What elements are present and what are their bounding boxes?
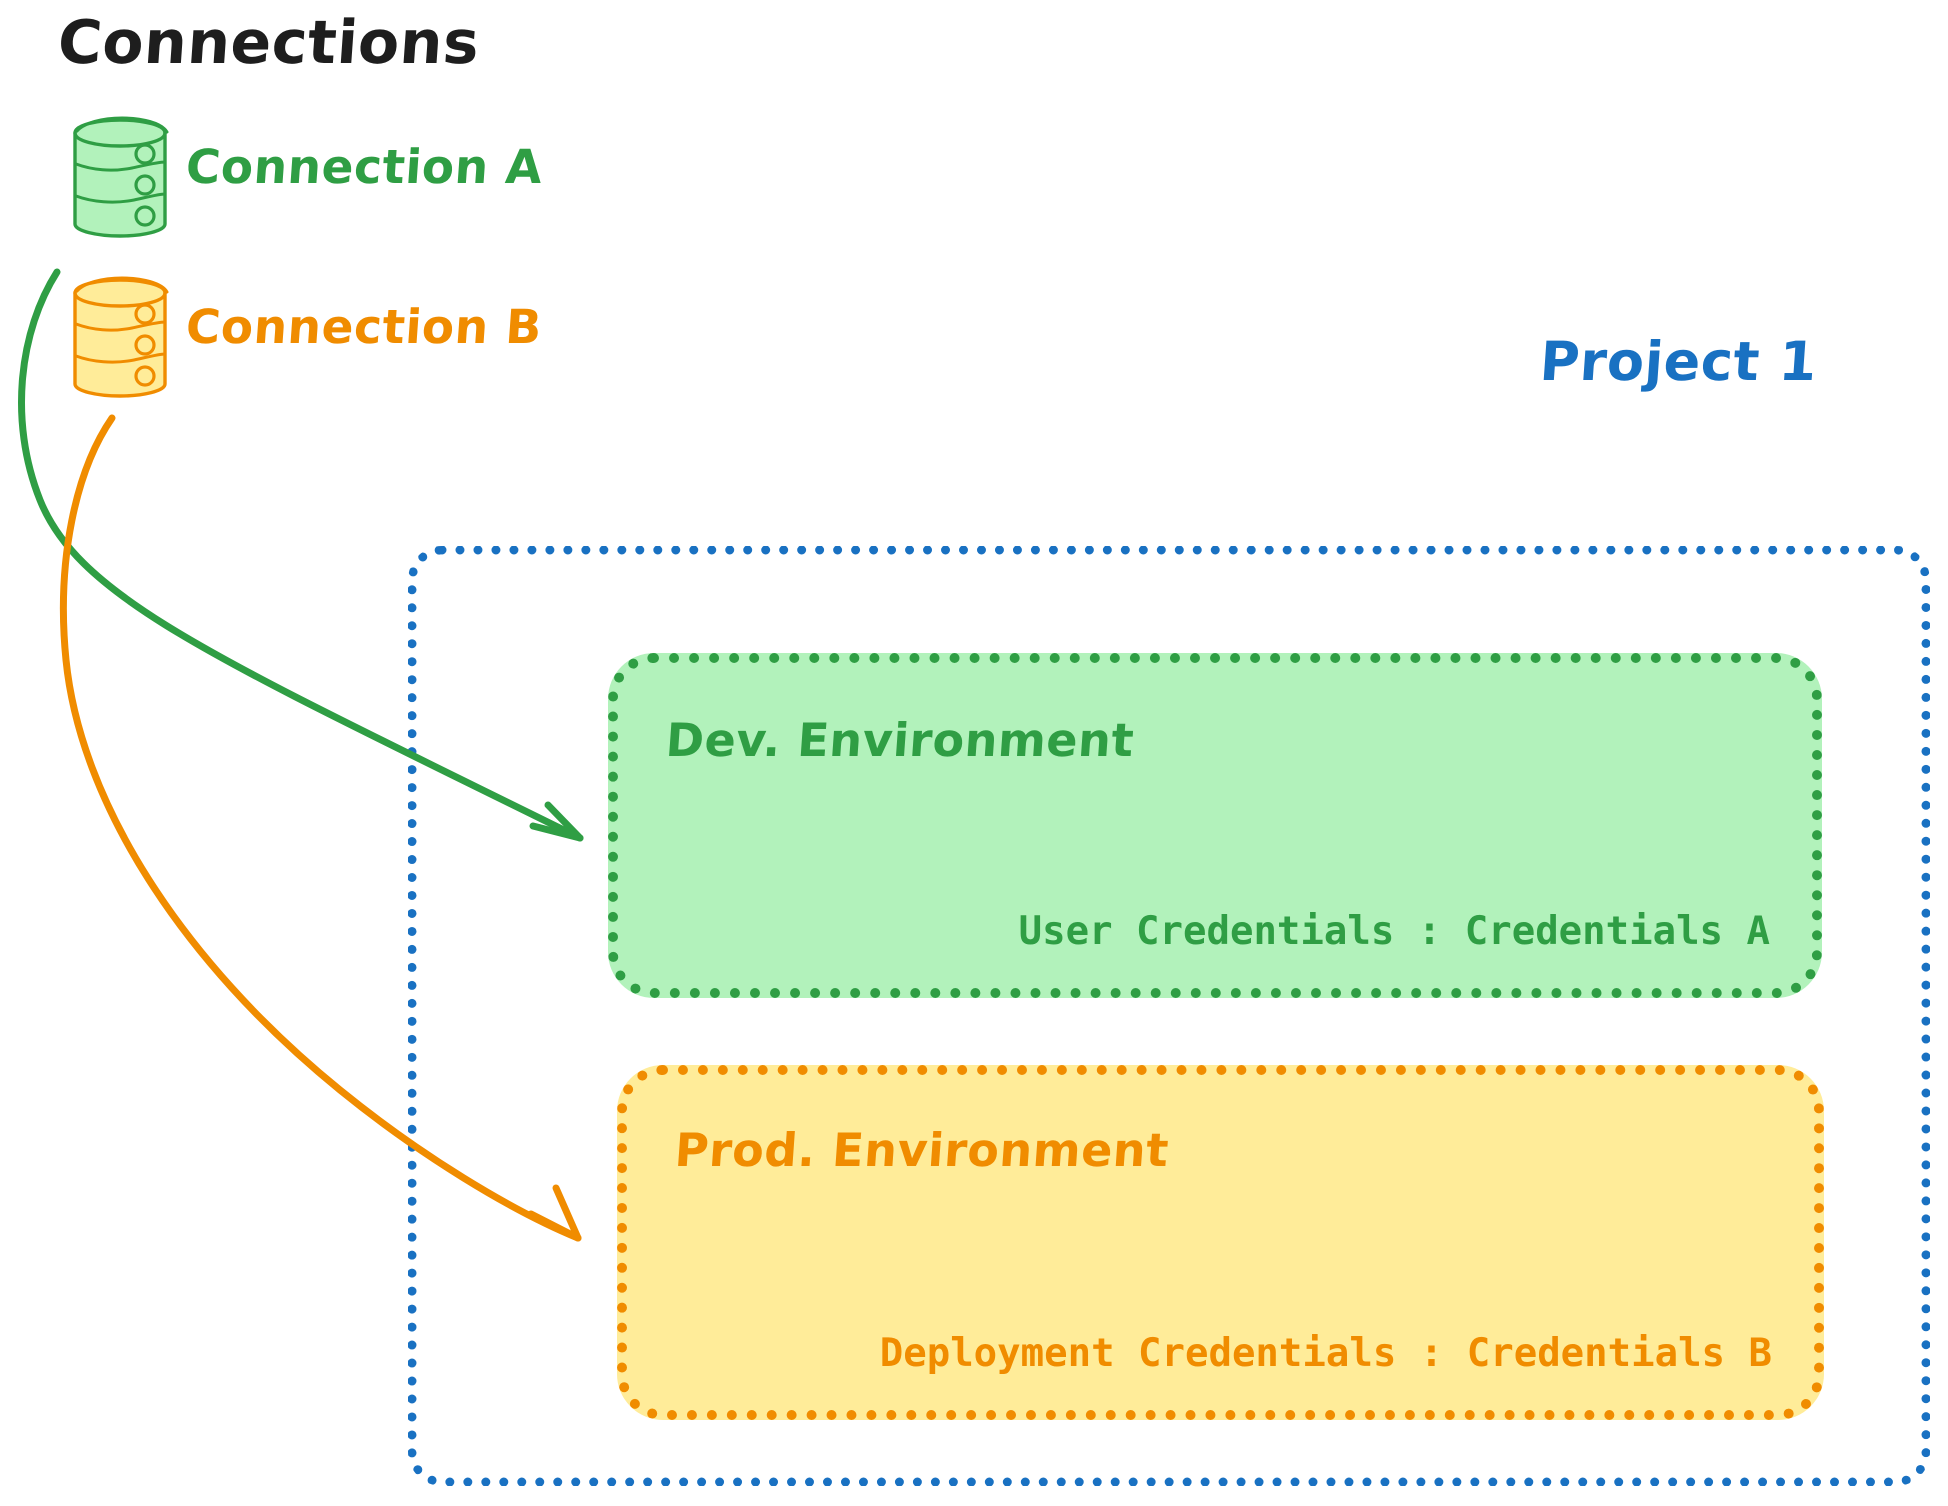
dev-environment-credentials: User Credentials : Credentials A [1018,909,1770,954]
dev-environment-box: Dev. Environment User Credentials : Cred… [608,653,1822,998]
database-cylinder-icon [62,272,182,402]
connection-b-label: Connection B [184,300,544,355]
prod-environment-title: Prod. Environment [673,1123,1171,1177]
database-cylinder-icon [62,112,182,242]
connection-a-label: Connection A [184,140,545,195]
prod-environment-credentials: Deployment Credentials : Credentials B [879,1331,1772,1376]
prod-environment-box: Prod. Environment Deployment Credentials… [617,1065,1824,1420]
project-title: Project 1 [1537,330,1820,393]
page-title: Connections [55,8,482,78]
dev-environment-title: Dev. Environment [664,713,1136,767]
